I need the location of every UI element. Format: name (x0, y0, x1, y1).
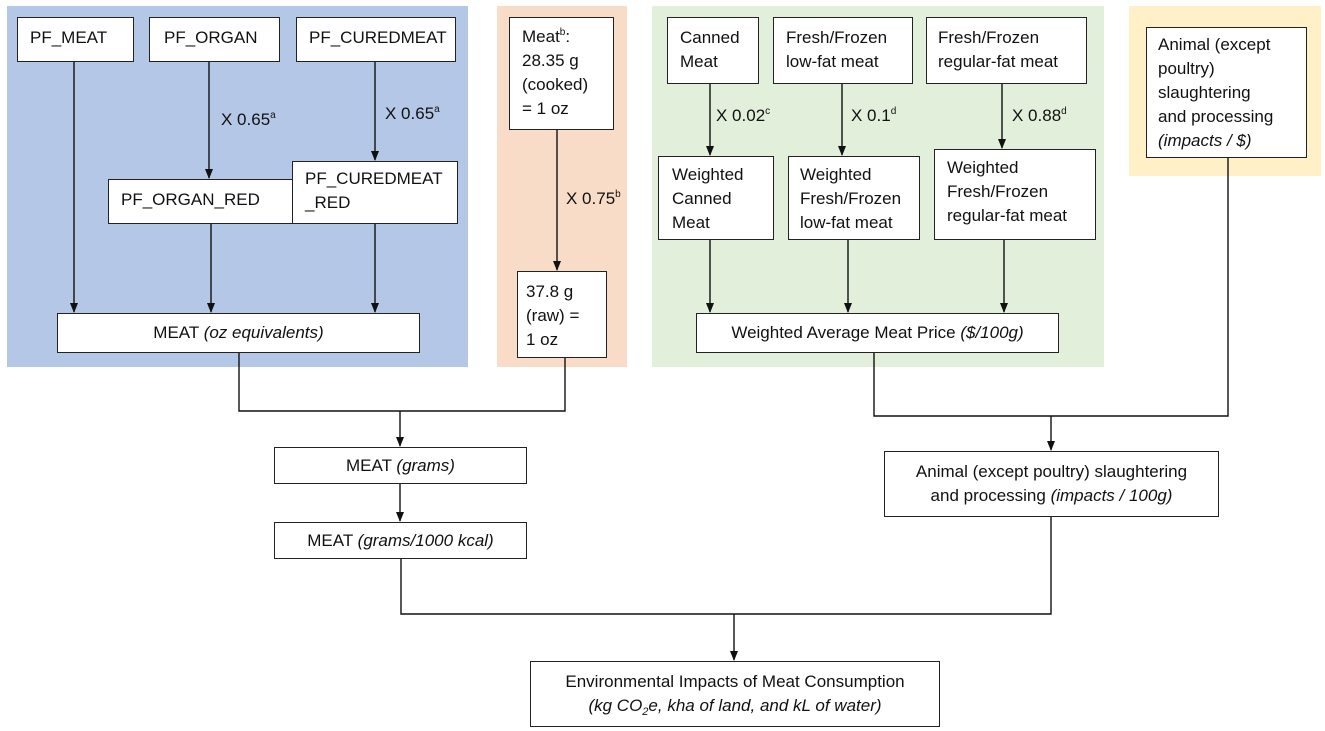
slaughter-line2-unit: (impacts / 100g) (1050, 486, 1173, 505)
meat-grams-box: MEAT (grams) (274, 447, 527, 484)
cooked-line1: Meatb: (522, 25, 613, 49)
multiplier-lowfat: X 0.1d (851, 106, 896, 126)
pf-curedmeat-box: PF_CUREDMEAT (296, 17, 456, 62)
cooked-meat-word: Meat (522, 27, 560, 46)
footnote-a: a (270, 110, 276, 121)
multiplier-canned-value: X 0.02 (716, 106, 766, 125)
meat-oz-equivalents-box: MEAT (oz equivalents) (57, 313, 420, 353)
meat-oz-unit: (oz equivalents) (203, 323, 324, 342)
w-regfat-line1: Weighted (947, 158, 1019, 177)
w-regfat-line3: regular-fat meat (947, 206, 1067, 225)
meat-grams-label: MEAT (grams) (346, 454, 455, 478)
cooked-meat-box: Meatb: 28.35 g (cooked) = 1 oz (509, 17, 614, 130)
pf-organ-red-label: PF_ORGAN_RED (121, 190, 260, 209)
pf-organ-red-box: PF_ORGAN_RED (108, 179, 295, 224)
meat-kcal-label: MEAT (grams/1000 kcal) (307, 529, 493, 553)
pf-curedmeat-red-line2: _RED (305, 193, 351, 212)
footnote-b: b (615, 189, 621, 200)
weighted-lowfat-box: Weighted Fresh/Frozen low-fat meat (788, 156, 920, 240)
regfat-line1: Fresh/Frozen (938, 28, 1040, 47)
cooked-line2: 28.35 g (522, 51, 579, 70)
connector-meat-merge (238, 352, 566, 412)
w-regfat-line2: Fresh/Frozen (947, 182, 1049, 201)
weighted-regfat-box: Weighted Fresh/Frozen regular-fat meat (934, 149, 1096, 240)
impacts-dollar-line1: Animal (except (1158, 35, 1271, 54)
pf-curedmeat-label: PF_CUREDMEAT (309, 28, 447, 47)
multiplier-cured: X 0.65a (385, 104, 440, 124)
pf-curedmeat-red-box: PF_CUREDMEAT _RED (292, 161, 458, 224)
cooked-line3: (cooked) (522, 75, 589, 94)
meat-kcal-main: MEAT (307, 530, 358, 550)
multiplier-regfat-value: X 0.88 (1012, 106, 1062, 125)
canned-line1: Canned (680, 28, 740, 47)
canned-line2: Meat (680, 52, 718, 71)
multiplier-cured-value: X 0.65 (385, 104, 435, 123)
multiplier-lowfat-value: X 0.1 (851, 106, 891, 125)
footnote-c: c (765, 106, 771, 117)
env-impacts-units: (kg CO2e, kha of land, and kL of water) (588, 694, 881, 718)
footnote-a: a (434, 104, 440, 115)
impacts-dollar-line3: slaughtering (1158, 83, 1251, 102)
pf-curedmeat-red-line1: PF_CUREDMEAT (305, 169, 443, 188)
multiplier-organ: X 0.65a (221, 110, 276, 130)
impacts-dollar-line5: (impacts / $) (1158, 131, 1252, 150)
meat-per-kcal-box: MEAT (grams/1000 kcal) (274, 522, 527, 559)
environmental-impacts-box: Environmental Impacts of Meat Consumptio… (530, 661, 940, 727)
raw-line1: 37.8 g (526, 282, 574, 301)
raw-line2: (raw) = (526, 306, 580, 325)
regfat-line2: regular-fat meat (938, 52, 1058, 71)
slaughter-line1: Animal (except poultry) slaughtering (915, 462, 1188, 481)
w-canned-line1: Weighted (672, 165, 744, 184)
impacts-per-dollar-box: Animal (except poultry) slaughtering and… (1146, 27, 1307, 158)
impacts-dollar-line4: and processing (1158, 107, 1274, 126)
lowfat-line2: low-fat meat (786, 52, 879, 71)
cooked-line4: = 1 oz (522, 99, 569, 118)
w-lowfat-line1: Weighted (800, 165, 872, 184)
cooked-colon: : (565, 27, 571, 46)
meat-kcal-unit: (grams/1000 kcal) (357, 530, 494, 550)
raw-meat-box: 37.8 g (raw) = 1 oz (517, 271, 607, 358)
pf-meat-label: PF_MEAT (30, 28, 108, 47)
lowfat-meat-box: Fresh/Frozen low-fat meat (773, 17, 913, 84)
weighted-price-main: Weighted Average Meat Price (731, 323, 961, 342)
pf-organ-label: PF_ORGAN (164, 28, 258, 47)
footnote-d: d (890, 106, 897, 117)
connector-final-merge (400, 516, 1052, 615)
meat-oz-main: MEAT (153, 323, 204, 342)
slaughter-line2: and processing (impacts / 100g) (931, 484, 1173, 508)
weighted-price-unit: ($/100g) (960, 323, 1024, 342)
pf-organ-box: PF_ORGAN (149, 17, 280, 62)
multiplier-cooked-to-raw: X 0.75b (566, 189, 621, 209)
meat-grams-main: MEAT (346, 455, 397, 475)
weighted-price-box: Weighted Average Meat Price ($/100g) (696, 313, 1059, 353)
canned-meat-box: Canned Meat (667, 17, 759, 84)
env-units-b: e, kha of land, and kL of water) (648, 696, 882, 715)
footnote-b: b (559, 27, 566, 38)
slaughter-line2-main: and processing (930, 486, 1051, 505)
multiplier-canned: X 0.02c (716, 106, 770, 126)
weighted-canned-box: Weighted Canned Meat (658, 156, 774, 240)
impacts-dollar-line2: poultry) (1158, 59, 1215, 78)
meat-oz-label: MEAT (oz equivalents) (153, 321, 323, 345)
meat-grams-unit: (grams) (396, 455, 455, 475)
lowfat-line1: Fresh/Frozen (786, 28, 888, 47)
regfat-meat-box: Fresh/Frozen regular-fat meat (926, 17, 1087, 84)
w-lowfat-line2: Fresh/Frozen (800, 189, 902, 208)
footnote-d: d (1061, 106, 1067, 117)
w-lowfat-line3: low-fat meat (800, 213, 893, 232)
env-units-a: (kg CO (588, 696, 643, 715)
w-canned-line3: Meat (672, 213, 710, 232)
multiplier-regfat: X 0.88d (1012, 106, 1067, 126)
multiplier-cooked-value: X 0.75 (566, 189, 616, 208)
pf-meat-box: PF_MEAT (17, 17, 134, 62)
w-canned-line2: Canned (672, 189, 732, 208)
env-units-sub: 2 (642, 706, 649, 718)
impacts-per-100g-box: Animal (except poultry) slaughtering and… (884, 451, 1219, 517)
weighted-price-label: Weighted Average Meat Price ($/100g) (731, 321, 1023, 345)
raw-line3: 1 oz (526, 330, 559, 349)
multiplier-organ-value: X 0.65 (221, 110, 271, 129)
env-impacts-title: Environmental Impacts of Meat Consumptio… (565, 672, 905, 691)
